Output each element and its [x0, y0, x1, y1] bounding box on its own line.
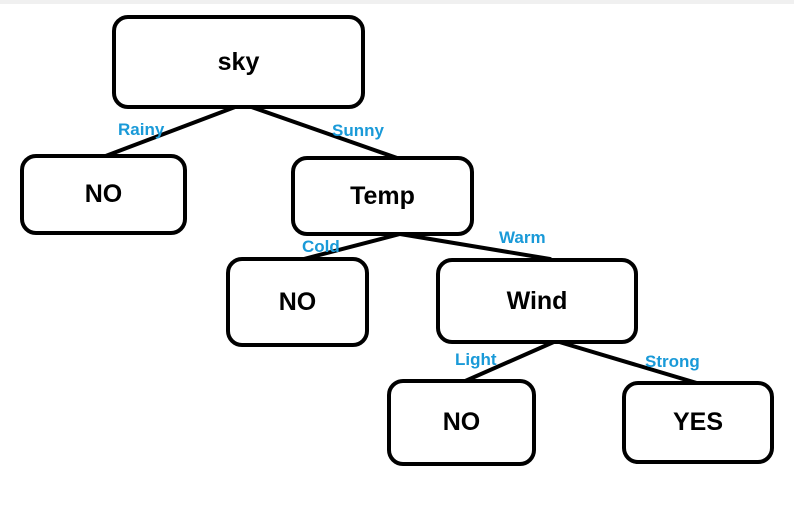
edge-label-sunny: Sunny: [332, 121, 384, 140]
node-no-rainy-label: NO: [84, 180, 123, 208]
node-sky-label: sky: [217, 47, 260, 76]
node-yes-strong-label: YES: [672, 408, 724, 436]
node-no-rainy: NO: [20, 154, 187, 235]
node-yes-strong: YES: [622, 381, 774, 464]
node-wind: Wind: [436, 258, 638, 344]
node-no-cold-label: NO: [278, 287, 317, 316]
edge-line-cold: [298, 232, 402, 262]
top-strip: [0, 0, 794, 4]
node-sky: sky: [112, 15, 365, 109]
node-temp: Temp: [291, 156, 474, 236]
node-no-light: NO: [387, 379, 536, 466]
edge-label-strong: Strong: [645, 352, 700, 371]
edge-line-sunny: [241, 102, 402, 161]
node-temp-label: Temp: [350, 181, 415, 210]
edge-line-light: [461, 339, 558, 384]
edge-label-light: Light: [455, 350, 497, 369]
edge-line-rainy: [101, 102, 245, 159]
edge-label-rainy: Rainy: [118, 120, 165, 139]
node-no-cold: NO: [226, 257, 369, 347]
node-wind-label: Wind: [506, 286, 568, 315]
edge-line-strong: [554, 339, 702, 386]
edge-label-cold: Cold: [302, 237, 340, 256]
node-no-light-label: NO: [442, 408, 481, 436]
edge-label-warm: Warm: [499, 228, 546, 247]
edge-line-warm: [398, 232, 552, 261]
